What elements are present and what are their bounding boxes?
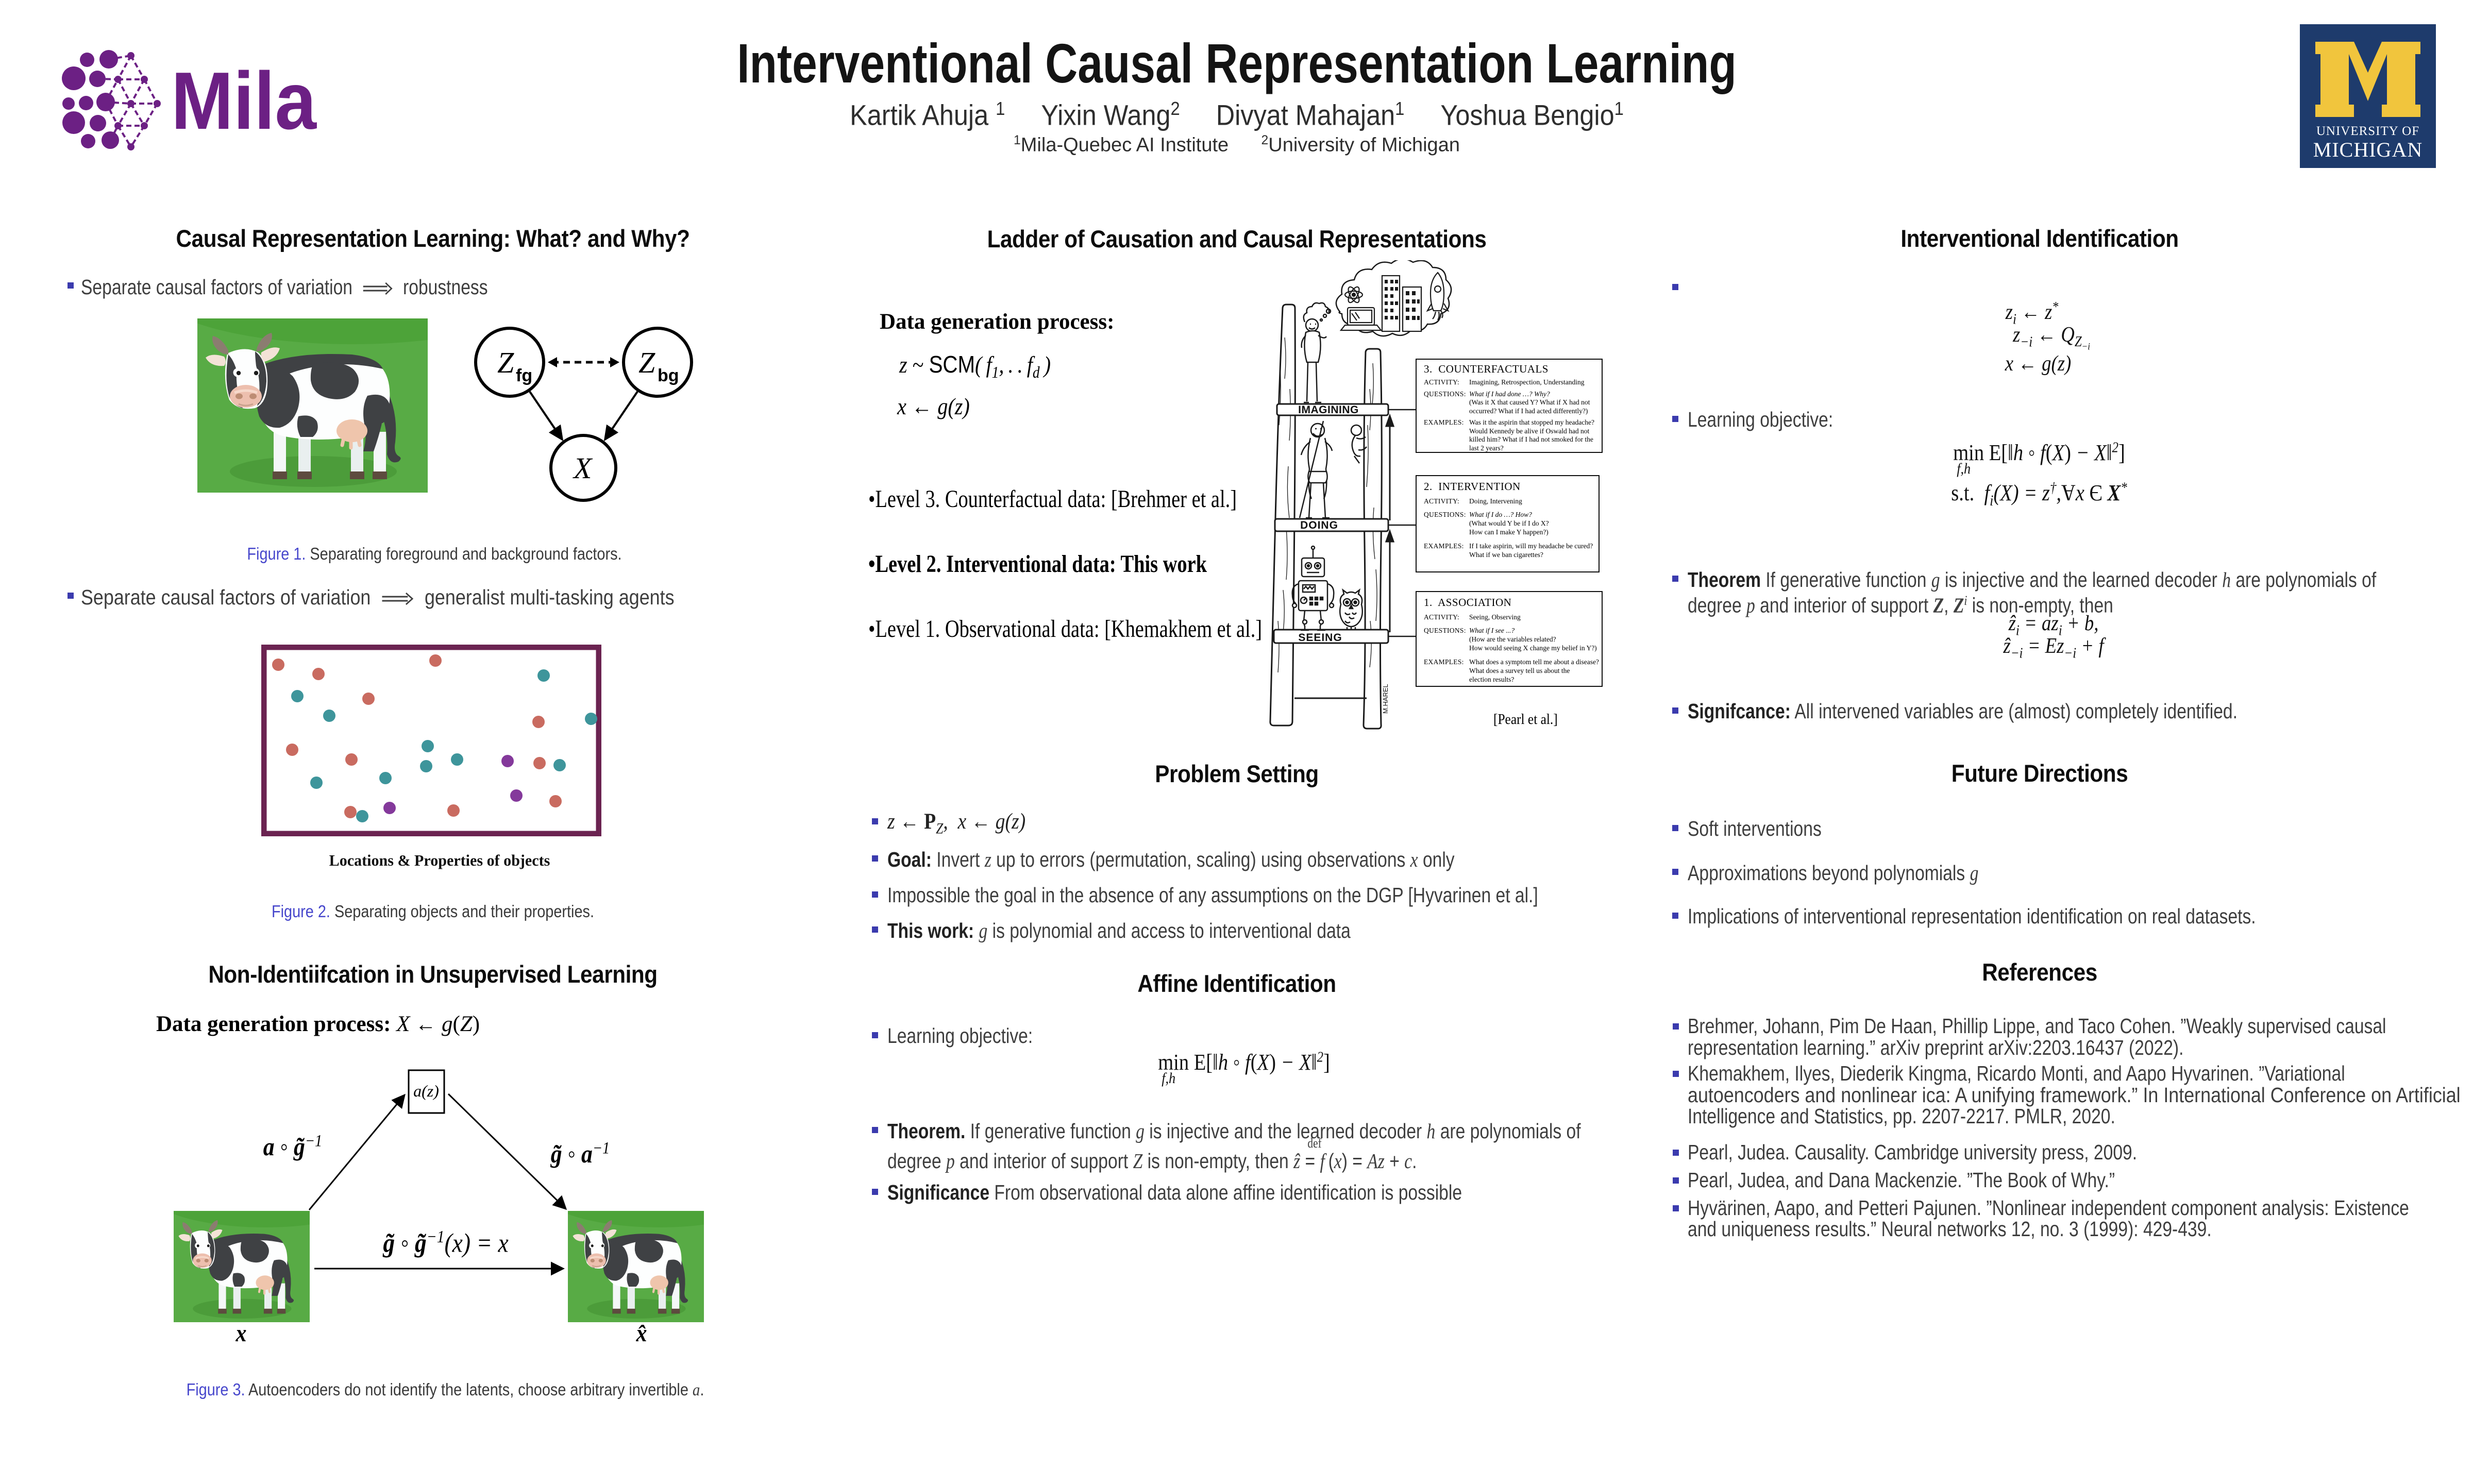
svg-text:DOING: DOING (1300, 519, 1338, 531)
svg-text:M.HAREL: M.HAREL (1382, 684, 1389, 714)
svg-text:Mila: Mila (171, 56, 317, 146)
svg-text:IMAGINING: IMAGINING (1298, 404, 1359, 416)
svg-text:a(z): a(z) (413, 1082, 439, 1100)
svg-text:MICHIGAN: MICHIGAN (2313, 138, 2422, 161)
svg-text:UNIVERSITY OF: UNIVERSITY OF (2316, 124, 2419, 138)
svg-text:SEEING: SEEING (1298, 632, 1342, 644)
svg-text:X: X (573, 451, 593, 485)
svg-text:fg: fg (516, 366, 532, 385)
svg-text:Z: Z (497, 346, 514, 379)
svg-text:Z: Z (638, 346, 655, 379)
svg-text:bg: bg (658, 366, 679, 385)
